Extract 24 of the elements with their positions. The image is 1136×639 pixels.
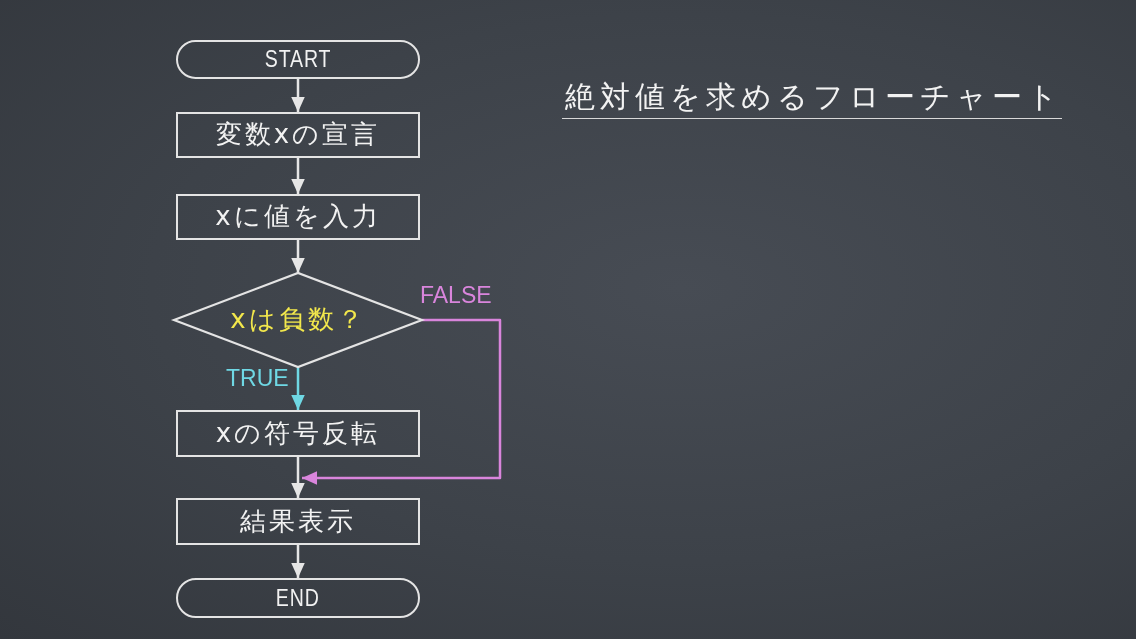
process-box — [176, 410, 420, 457]
arrow — [291, 545, 305, 578]
process-label: 変数xの宣言 — [215, 120, 381, 150]
process-box — [176, 194, 420, 240]
arrow — [291, 367, 305, 410]
arrow — [302, 318, 502, 485]
terminal-shape — [176, 578, 420, 618]
edge-label: TRUE — [226, 366, 289, 392]
process-label: xの符号反転 — [215, 418, 381, 449]
arrow — [291, 240, 305, 273]
process-label: 結果表示 — [240, 506, 356, 537]
arrow — [291, 158, 305, 194]
process-box — [176, 112, 420, 158]
arrow — [291, 457, 305, 498]
title-heading: 絶対値を求めるフローチャート — [562, 78, 1062, 119]
decision-label: xは負数？ — [230, 305, 366, 335]
terminal-label: START — [264, 46, 332, 73]
arrow — [291, 79, 305, 112]
edge-label: FALSE — [420, 283, 492, 309]
process-label: xに値を入力 — [215, 202, 381, 232]
terminal-label: END — [276, 584, 320, 612]
decision-diamond — [174, 273, 422, 367]
process-box — [176, 498, 420, 545]
terminal-shape — [176, 40, 420, 79]
